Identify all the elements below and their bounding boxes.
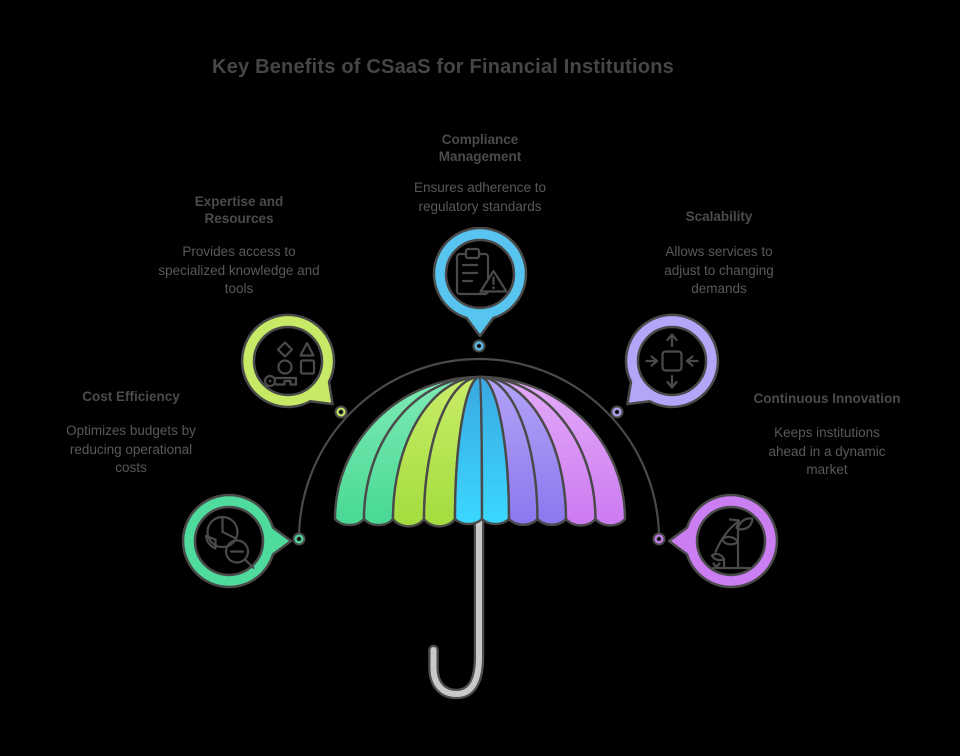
- clipboard-warning-icon: [455, 247, 508, 296]
- benefit-text-expertise-and-resources: Expertise and Resources Provides access …: [134, 193, 344, 299]
- benefit-title: Continuous Innovation: [753, 391, 901, 406]
- benefit-description: Ensures adherence to regulatory standard…: [413, 180, 547, 214]
- benefit-description: Optimizes budgets by reducing operationa…: [66, 423, 196, 475]
- benefit-text-compliance-management: Compliance Management Ensures adherence …: [375, 131, 585, 216]
- benefit-description: Provides access to specialized knowledge…: [158, 244, 320, 296]
- benefit-bubble-expertise-and-resources: [240, 313, 336, 409]
- connector-arc: [297, 357, 661, 540]
- arc-dot-compliance-management: [472, 339, 486, 353]
- benefit-title: Expertise and Resources: [194, 194, 284, 226]
- benefit-bubble-compliance-management: [432, 226, 528, 338]
- benefit-description: Keeps institutions ahead in a dynamic ma…: [768, 425, 886, 477]
- umbrella: [333, 375, 627, 700]
- shapes-key-icon: [263, 341, 316, 388]
- umbrella-panel: [478, 375, 627, 527]
- growth-plant-icon: [710, 517, 754, 570]
- bubble-inner: [636, 325, 708, 397]
- page-title: Key Benefits of CSaaS for Financial Inst…: [212, 56, 674, 78]
- benefit-title: Scalability: [685, 209, 753, 224]
- benefit-title: Compliance Management: [438, 132, 522, 164]
- arc-dot-cost-efficiency: [292, 532, 306, 546]
- benefit-text-continuous-innovation: Continuous Innovation Keeps institutions…: [722, 390, 932, 480]
- arc-dot-scalability: [610, 405, 624, 419]
- benefit-text-cost-efficiency: Cost Efficiency Optimizes budgets by red…: [26, 388, 236, 478]
- benefit-bubble-continuous-innovation: [667, 493, 779, 589]
- umbrella-pole-fill: [430, 507, 482, 698]
- resize-arrows-icon: [645, 333, 699, 389]
- benefit-bubble-cost-efficiency: [181, 493, 293, 589]
- benefit-bubble-scalability: [624, 313, 720, 409]
- bubble-inner: [193, 505, 265, 577]
- benefit-title: Cost Efficiency: [82, 389, 180, 404]
- arc-dot-expertise-and-resources: [334, 405, 348, 419]
- pie-magnifier-icon: [204, 515, 255, 570]
- umbrella-pole: [428, 504, 485, 700]
- benefit-text-scalability: Scalability Allows services to adjust to…: [614, 208, 824, 299]
- benefit-description: Allows services to adjust to changing de…: [664, 244, 774, 296]
- arc-dot-continuous-innovation: [652, 532, 666, 546]
- bubble-inner: [695, 505, 767, 577]
